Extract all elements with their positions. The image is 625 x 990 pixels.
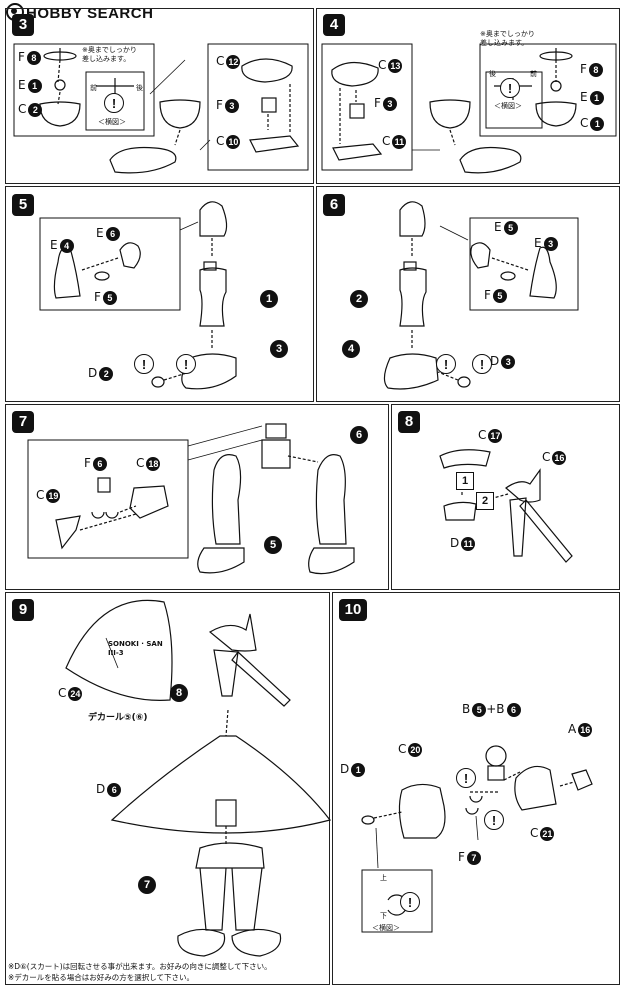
step-10-up: 上 bbox=[380, 874, 387, 882]
step-10-warning-icon-a: ! bbox=[456, 768, 476, 788]
footnote-decal: ※デカールを貼る場合はお好みの方を選択して下さい。 bbox=[8, 973, 195, 982]
panel-step-3 bbox=[5, 8, 314, 184]
step-4-side-view: ＜横図＞ bbox=[494, 102, 522, 110]
step-5-warning-icon-a: ! bbox=[134, 354, 154, 374]
step-10-badge: 10 bbox=[339, 599, 367, 621]
step-9-badge: 9 bbox=[12, 599, 34, 621]
step-9-decal-text: SONOKI · SAN III-3 bbox=[108, 640, 163, 657]
step-5-warning-icon-b: ! bbox=[176, 354, 196, 374]
footnote-skirt: ※D⑥(スカート)は回転させる事が出来ます。お好みの向きに調整して下さい。 bbox=[8, 962, 272, 971]
step-3-note: ※奥までしっかり 差し込みます。 bbox=[82, 46, 137, 63]
panel-step-6 bbox=[316, 186, 620, 402]
step-3-side-view: ＜横図＞ bbox=[98, 118, 126, 126]
step-5-part-1: 1 bbox=[260, 290, 278, 308]
step-10-down: 下 bbox=[380, 912, 387, 920]
step-9-part-7: 7 bbox=[138, 876, 156, 894]
step-7-part-5: 5 bbox=[264, 536, 282, 554]
step-3-art bbox=[13, 43, 309, 174]
step-9-decal-label: デカール⑤(⑥) bbox=[88, 713, 148, 723]
step-3-back: 後 bbox=[136, 84, 143, 92]
panel-step-4 bbox=[316, 8, 620, 184]
step-10-side-view: ＜横図＞ bbox=[372, 924, 400, 932]
panel-step-5 bbox=[5, 186, 314, 402]
step-10-warning-icon-b: ! bbox=[484, 810, 504, 830]
step-6-warning-icon-a: ! bbox=[436, 354, 456, 374]
step-6-art bbox=[383, 201, 579, 390]
logo-text: HOBBY SEARCH bbox=[26, 5, 154, 22]
step-5-badge: 5 bbox=[12, 194, 34, 216]
step-7-part-6: 6 bbox=[350, 426, 368, 444]
step-10-warning-icon-c: ! bbox=[400, 892, 420, 912]
panel-step-8 bbox=[391, 404, 620, 590]
step-9-part-8: 8 bbox=[170, 684, 188, 702]
step-8-order-1: 1 bbox=[456, 472, 474, 490]
step-5-part-3: 3 bbox=[270, 340, 288, 358]
step-3-badge: 3 bbox=[12, 14, 34, 36]
step-10-art bbox=[361, 745, 593, 933]
step-4-note: ※奥までしっかり 差し込みます。 bbox=[480, 30, 535, 47]
step-6-part-4: 4 bbox=[342, 340, 360, 358]
step-8-order-2: 2 bbox=[476, 492, 494, 510]
step-3-front: 前 bbox=[90, 84, 97, 92]
panel-step-9 bbox=[5, 592, 330, 985]
step-8-art bbox=[439, 449, 573, 563]
step-4-front: 前 bbox=[530, 70, 537, 78]
step-3-warning-icon: ! bbox=[104, 93, 124, 113]
step-7-badge: 7 bbox=[12, 411, 34, 433]
step-6-badge: 6 bbox=[323, 194, 345, 216]
step-6-part-2: 2 bbox=[350, 290, 368, 308]
step-4-art bbox=[321, 43, 617, 174]
step-4-warning-icon: ! bbox=[500, 78, 520, 98]
step-4-back: 後 bbox=[489, 70, 496, 78]
step-9-art bbox=[65, 599, 332, 957]
step-4-badge: 4 bbox=[323, 14, 345, 36]
step-8-badge: 8 bbox=[398, 411, 420, 433]
panel-step-10 bbox=[332, 592, 620, 985]
step-6-warning-icon-b: ! bbox=[472, 354, 492, 374]
panel-step-7 bbox=[5, 404, 389, 590]
step-7-art bbox=[27, 423, 355, 575]
